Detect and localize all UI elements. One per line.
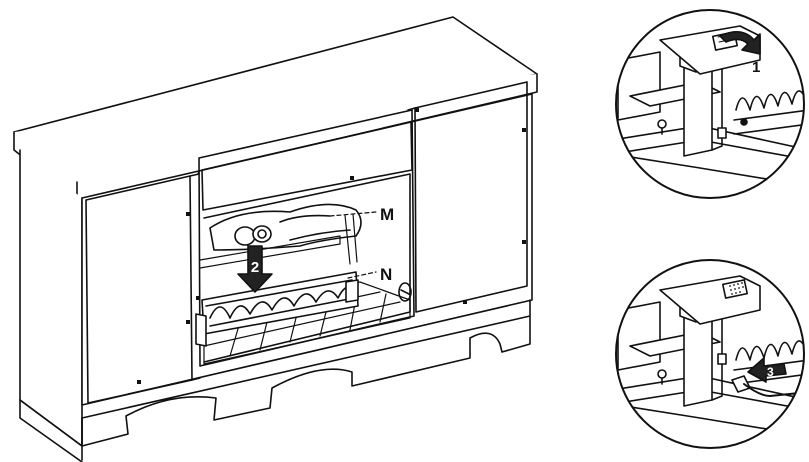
callout-n-leader [347,271,377,279]
rotate-arrow [719,31,761,55]
insert-arrow: 2 [237,245,273,293]
detail-view-connector: 3 [615,259,805,449]
callout-n-label: N [380,265,392,284]
grate [195,235,359,347]
callout-m-label: M [380,205,394,224]
control-knob [398,282,412,302]
cabinet-left-side [19,149,83,447]
step-3-label: 3 [767,365,774,379]
right-door [414,81,528,313]
push-arrow [747,357,787,383]
cabinet-top [13,16,538,201]
step-2-label: 2 [251,259,259,276]
firebox-interior [203,173,411,363]
step-1-label: 1 [752,59,760,76]
callout-m-leader [329,211,377,217]
detail-view-switch: 1 [615,9,805,199]
header-panel [201,121,413,211]
power-cable [743,383,804,397]
detail-connector [717,127,727,139]
door-hinge-screws [137,108,526,384]
